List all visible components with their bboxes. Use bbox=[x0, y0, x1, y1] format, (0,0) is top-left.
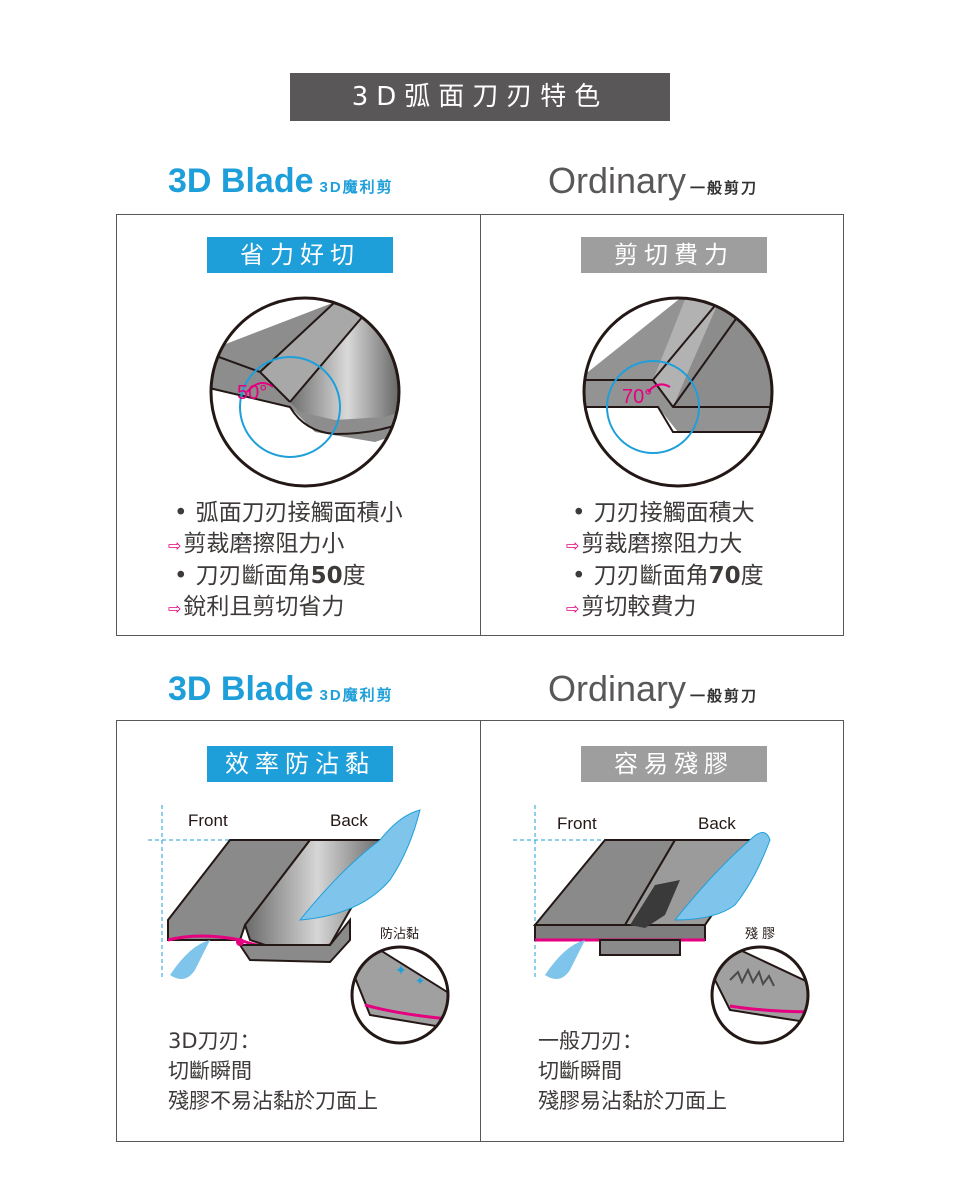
brand-3d-blade-main: 3D Blade bbox=[168, 670, 314, 708]
label-anti-stick: 效率防沾黏 bbox=[207, 746, 393, 782]
bullet-item: •刀刃斷面角70度 bbox=[572, 563, 764, 589]
blade-angle-70-diagram: 70° bbox=[582, 296, 774, 488]
brand-ordinary-sub: 一般剪刀 bbox=[690, 180, 759, 197]
brand-3d-blade-sub: 3D魔利剪 bbox=[319, 687, 394, 704]
brand-3d-blade: 3D Blade 3D魔利剪 bbox=[168, 162, 394, 201]
arrow-right-icon: ⇨ bbox=[566, 536, 580, 555]
desc-3d-blade: 3D刀刃： 切斷瞬間 殘膠不易沾黏於刀面上 bbox=[168, 1029, 378, 1113]
page-title-banner: 3D弧面刀刃特色 bbox=[290, 73, 670, 121]
svg-text:✦: ✦ bbox=[395, 963, 407, 979]
bullets-ordinary: •刀刃接觸面積大 ⇨剪裁磨擦阻力大 •刀刃斷面角70度 ⇨剪切較費力 bbox=[566, 498, 764, 624]
arrow-right-icon: ⇨ bbox=[168, 536, 182, 555]
arrow-right-icon: ⇨ bbox=[566, 599, 580, 618]
arrow-right-icon: ⇨ bbox=[168, 599, 182, 618]
bullet-item: ⇨剪切較費力 bbox=[566, 594, 697, 620]
back-label: Back bbox=[698, 814, 736, 833]
bullet-item: •弧面刀刃接觸面積小 bbox=[174, 500, 403, 526]
front-label: Front bbox=[557, 814, 597, 833]
callout-residue: 殘 膠 bbox=[745, 926, 775, 942]
bullet-dot-icon: • bbox=[174, 563, 188, 589]
back-label: Back bbox=[330, 811, 368, 830]
angle-label-50: 50° bbox=[237, 382, 267, 404]
front-label: Front bbox=[188, 811, 228, 830]
brand-ordinary-main: Ordinary bbox=[548, 668, 687, 709]
brand-3d-blade-sub: 3D魔利剪 bbox=[319, 179, 394, 196]
bullet-dot-icon: • bbox=[572, 500, 586, 526]
bullet-dot-icon: • bbox=[572, 563, 586, 589]
bullets-3d-blade: •弧面刀刃接觸面積小 ⇨剪裁磨擦阻力小 •刀刃斷面角50度 ⇨銳利且剪切省力 bbox=[168, 498, 403, 624]
blade-tape-ordinary-diagram: Front Back 殘 膠 bbox=[513, 805, 810, 1045]
svg-text:✦: ✦ bbox=[415, 974, 425, 988]
blade-tape-3d-diagram: ✦ ✦ Front Back 防沾黏 bbox=[148, 805, 450, 1045]
bullet-item: ⇨剪裁磨擦阻力小 bbox=[168, 531, 345, 557]
angle-label-70: 70° bbox=[622, 386, 652, 408]
label-laborious: 剪切費力 bbox=[581, 237, 767, 273]
label-effortless: 省力好切 bbox=[207, 237, 393, 273]
brand-3d-blade-2: 3D Blade 3D魔利剪 bbox=[168, 670, 394, 709]
label-residue: 容易殘膠 bbox=[581, 746, 767, 782]
bullet-item: ⇨剪裁磨擦阻力大 bbox=[566, 531, 743, 557]
brand-ordinary-main: Ordinary bbox=[548, 160, 687, 201]
brand-3d-blade-main: 3D Blade bbox=[168, 162, 314, 200]
panel-divider bbox=[480, 720, 481, 1142]
bullet-item: •刀刃斷面角50度 bbox=[174, 563, 366, 589]
blade-angle-50-diagram: 50° bbox=[209, 296, 401, 488]
bullet-item: ⇨銳利且剪切省力 bbox=[168, 594, 345, 620]
bullet-dot-icon: • bbox=[174, 500, 188, 526]
bullet-item: •刀刃接觸面積大 bbox=[572, 500, 755, 526]
brand-ordinary-sub: 一般剪刀 bbox=[690, 688, 759, 705]
callout-anti-stick: 防沾黏 bbox=[380, 926, 419, 942]
desc-ordinary: 一般刀刃： 切斷瞬間 殘膠易沾黏於刀面上 bbox=[538, 1029, 727, 1113]
panel-divider bbox=[480, 214, 481, 636]
